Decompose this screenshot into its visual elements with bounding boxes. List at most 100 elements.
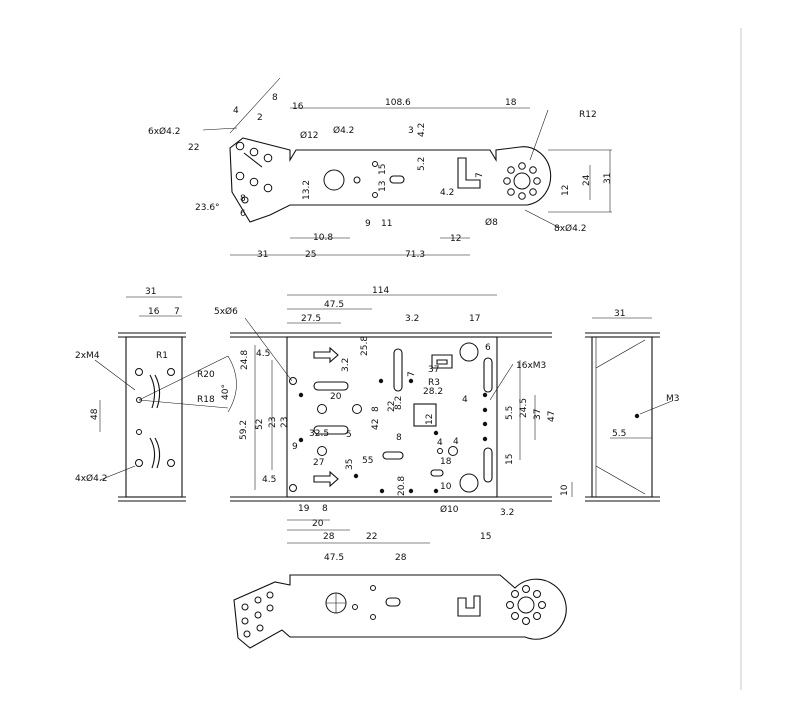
svg-text:23: 23 bbox=[280, 417, 290, 428]
svg-text:Ø10: Ø10 bbox=[440, 504, 459, 515]
svg-text:10.8: 10.8 bbox=[313, 233, 333, 243]
svg-text:4.5: 4.5 bbox=[256, 349, 270, 359]
right-bracket bbox=[591, 336, 653, 498]
bottom-view bbox=[233, 574, 567, 649]
svg-text:13: 13 bbox=[378, 181, 388, 192]
svg-text:37: 37 bbox=[533, 409, 543, 420]
svg-text:31: 31 bbox=[614, 309, 625, 319]
slot bbox=[389, 175, 405, 184]
svg-text:114: 114 bbox=[372, 286, 389, 296]
svg-text:5: 5 bbox=[346, 430, 352, 440]
svg-text:35: 35 bbox=[345, 459, 355, 470]
svg-text:Ø12: Ø12 bbox=[300, 130, 319, 141]
svg-text:4.2: 4.2 bbox=[440, 188, 454, 198]
svg-text:52: 52 bbox=[255, 419, 265, 430]
right-view: 31 M3 5.5 10 bbox=[560, 309, 680, 502]
svg-text:8: 8 bbox=[272, 93, 278, 103]
dim-4x-hole: 4xØ4.2 bbox=[75, 473, 107, 484]
svg-text:28: 28 bbox=[395, 553, 407, 563]
svg-text:12: 12 bbox=[450, 234, 461, 244]
svg-text:48: 48 bbox=[90, 408, 100, 420]
svg-text:R20: R20 bbox=[197, 370, 215, 380]
svg-text:4.5: 4.5 bbox=[262, 475, 276, 485]
svg-text:7: 7 bbox=[174, 307, 180, 317]
bottom-wheel-holes bbox=[506, 585, 546, 625]
top-dim-lines bbox=[202, 77, 612, 256]
svg-text:6: 6 bbox=[485, 343, 491, 353]
svg-text:R1: R1 bbox=[156, 351, 168, 361]
svg-text:Ø8: Ø8 bbox=[485, 217, 498, 228]
arm-outline bbox=[229, 137, 552, 223]
dim-2xm4: 2xM4 bbox=[75, 351, 100, 361]
svg-text:47: 47 bbox=[547, 411, 557, 422]
svg-text:R18: R18 bbox=[197, 395, 215, 405]
l-slot bbox=[457, 157, 481, 189]
svg-text:22: 22 bbox=[366, 532, 377, 542]
dim-m3: M3 bbox=[666, 394, 680, 404]
svg-text:23: 23 bbox=[268, 417, 278, 428]
svg-text:4: 4 bbox=[462, 395, 468, 405]
svg-text:37: 37 bbox=[428, 365, 439, 375]
svg-text:22: 22 bbox=[387, 401, 397, 412]
svg-text:23.6°: 23.6° bbox=[195, 203, 220, 213]
svg-text:16: 16 bbox=[148, 307, 160, 317]
svg-text:47.5: 47.5 bbox=[324, 300, 344, 310]
svg-text:20: 20 bbox=[330, 392, 342, 402]
svg-text:15: 15 bbox=[505, 454, 515, 465]
svg-text:8: 8 bbox=[322, 504, 328, 514]
svg-text:2: 2 bbox=[257, 113, 263, 123]
svg-text:8: 8 bbox=[371, 406, 381, 412]
svg-text:25: 25 bbox=[305, 250, 316, 260]
svg-text:8.2: 8.2 bbox=[394, 396, 404, 410]
svg-text:R3: R3 bbox=[428, 378, 440, 388]
plan-slots bbox=[313, 348, 493, 483]
plan-holes bbox=[289, 342, 488, 494]
svg-text:24.8: 24.8 bbox=[240, 350, 250, 370]
dim-8x-hole: 8xØ4.2 bbox=[554, 223, 586, 234]
hole-12 bbox=[323, 169, 345, 191]
bottom-l-slot bbox=[457, 595, 481, 617]
svg-text:3: 3 bbox=[408, 126, 414, 136]
dim-r12: R12 bbox=[579, 110, 597, 120]
svg-text:28: 28 bbox=[323, 532, 335, 542]
tab-holes bbox=[235, 141, 273, 204]
svg-text:59.2: 59.2 bbox=[239, 420, 249, 440]
dim-108-6: 108.6 bbox=[385, 98, 411, 108]
svg-text:22: 22 bbox=[188, 143, 199, 153]
svg-text:4.2: 4.2 bbox=[417, 123, 427, 137]
svg-text:24: 24 bbox=[582, 174, 592, 186]
svg-text:17: 17 bbox=[469, 314, 480, 324]
svg-text:42: 42 bbox=[371, 419, 381, 430]
svg-text:27: 27 bbox=[313, 458, 324, 468]
svg-text:13.2: 13.2 bbox=[302, 180, 312, 200]
svg-text:10: 10 bbox=[440, 482, 452, 492]
svg-text:Ø4.2: Ø4.2 bbox=[333, 125, 354, 136]
svg-text:20: 20 bbox=[312, 519, 324, 529]
svg-text:47.5: 47.5 bbox=[324, 553, 344, 563]
svg-text:5.5: 5.5 bbox=[612, 429, 626, 439]
left-view: 31 16 7 2xM4 R1 R20 R18 40° 48 4xØ4.2 bbox=[75, 287, 237, 502]
left-holes bbox=[135, 368, 175, 469]
svg-text:19: 19 bbox=[298, 504, 310, 514]
svg-text:28.2: 28.2 bbox=[423, 387, 443, 397]
svg-text:12: 12 bbox=[425, 414, 435, 425]
svg-text:11: 11 bbox=[381, 219, 392, 229]
svg-text:71.3: 71.3 bbox=[405, 250, 425, 260]
bottom-arm-outline bbox=[233, 574, 567, 649]
svg-text:4: 4 bbox=[437, 438, 443, 448]
svg-text:15: 15 bbox=[378, 164, 388, 175]
svg-text:20.8: 20.8 bbox=[397, 476, 407, 496]
svg-text:3.2: 3.2 bbox=[500, 508, 514, 518]
dim-5x-hole: 5xØ6 bbox=[214, 306, 238, 317]
svg-text:9: 9 bbox=[292, 442, 298, 452]
svg-text:3.2: 3.2 bbox=[405, 314, 419, 324]
svg-text:7: 7 bbox=[407, 371, 417, 377]
svg-text:18: 18 bbox=[505, 98, 517, 108]
dim-6x-hole: 6xØ4.2 bbox=[148, 126, 180, 137]
svg-text:25.8: 25.8 bbox=[360, 336, 370, 356]
left-bracket bbox=[125, 336, 183, 498]
svg-text:5.5: 5.5 bbox=[505, 406, 515, 420]
svg-text:6: 6 bbox=[240, 209, 246, 219]
arrows bbox=[313, 346, 339, 488]
